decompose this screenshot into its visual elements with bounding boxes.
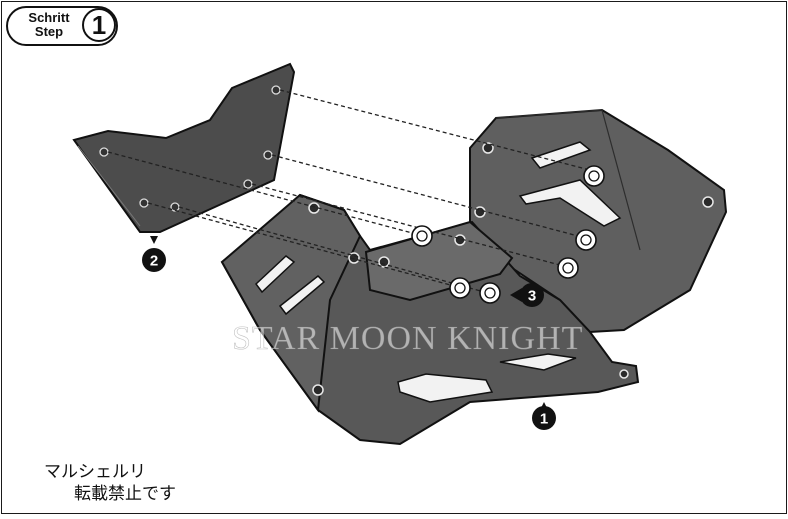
skid-plate [220,108,728,446]
watermark: STAR MOON KNIGHT [232,320,584,358]
side-plate-body [72,62,296,233]
side-plate [72,62,296,233]
assembly-leader-lines [107,89,591,293]
step-label: Schritt Step [14,11,84,39]
callout-number-1: 1 [540,411,548,428]
bolt [411,225,433,247]
notice-line-2: 転載禁止です [74,484,176,504]
callout-skid-plate: 1 [532,402,556,430]
bolt [575,229,597,251]
step-label-en: Step [34,24,64,39]
copyright-notice: マルシェルリ 転載禁止です [44,461,176,505]
bolt [479,282,501,304]
bolts [411,165,605,304]
skid-plate-holes [308,142,714,396]
callout-side-plate: 2 [142,236,166,272]
step-badge: Schritt Step 1 [6,6,118,46]
skid-plate-cutouts [254,141,622,403]
callout-number-2: 2 [150,253,158,270]
side-plate-edge [77,145,141,227]
skid-plate-center-bracket [364,220,514,302]
skid-plate-fold-line [495,109,641,251]
callout-bolts: 3 [510,283,544,307]
bolt [449,277,471,299]
callout-number-3: 3 [528,288,536,305]
step-number-circle [82,8,116,42]
notice-line-1: マルシェルリ [44,462,146,482]
bolt [583,165,605,187]
bolt [557,257,579,279]
step-label-de: Schritt [28,10,70,25]
step-number: 1 [91,10,107,40]
